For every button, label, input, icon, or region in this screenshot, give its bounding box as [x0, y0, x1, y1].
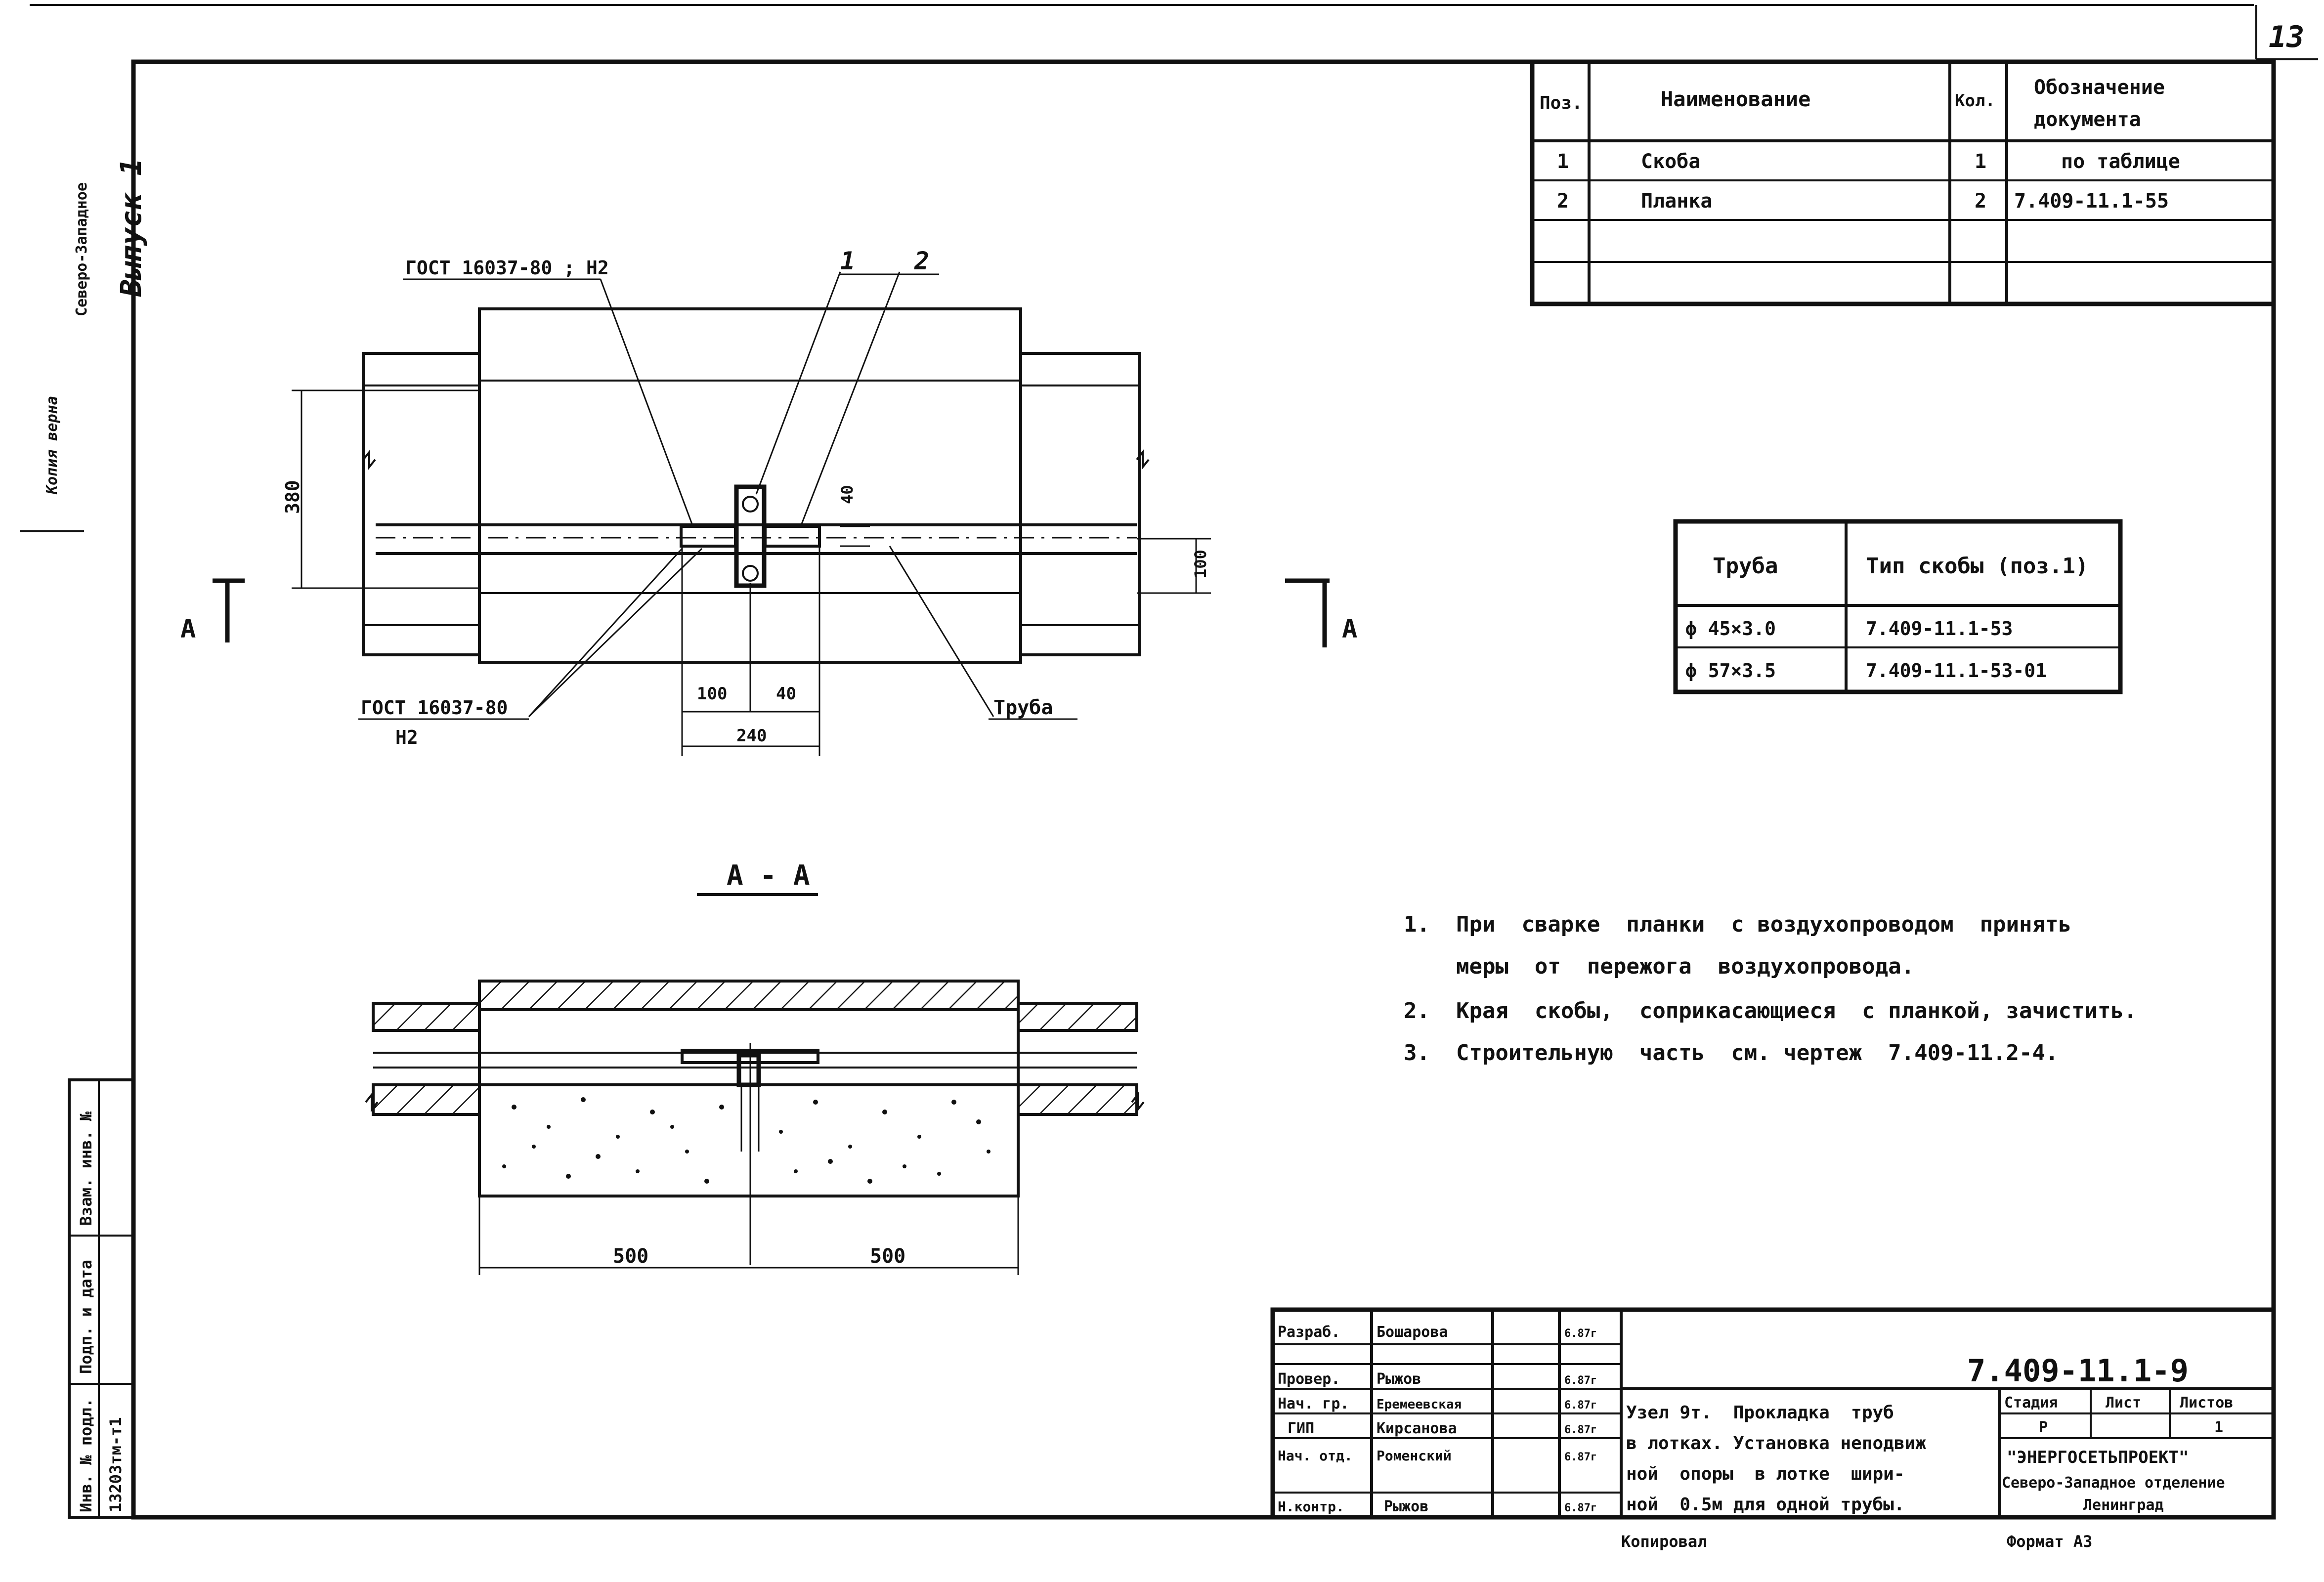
section-mark-left: А	[180, 614, 196, 644]
name-5: Роменский	[1377, 1448, 1452, 1464]
replace-inv-label: Взам. инв. №	[77, 1111, 95, 1226]
org-name: "ЭНЕРГОСЕТЬПРОЕКТ"	[2007, 1448, 2189, 1467]
spec-header-qty: Кол.	[1955, 91, 1995, 111]
callout-1: 1	[840, 247, 855, 275]
note-1: 1. При сварке планки с воздухопроводом п…	[1404, 912, 2071, 937]
format-label: Формат А3	[2007, 1532, 2092, 1551]
date-2: 6.87г	[1564, 1374, 1597, 1387]
spec-row2-qty: 2	[1975, 190, 1986, 213]
section-view: А - А	[365, 859, 1145, 1275]
concrete-fill	[502, 1097, 990, 1184]
pipe-row2-type: 7.409-11.1-53-01	[1866, 660, 2047, 682]
name-3: Еремеевская	[1377, 1397, 1462, 1412]
name-1: Бошарова	[1377, 1324, 1448, 1341]
spec-header-name: Наименование	[1661, 87, 1810, 111]
sheet-frame	[30, 4, 2318, 1520]
copied-by: Копировал	[1621, 1532, 1707, 1551]
spec-row2-pos: 2	[1557, 190, 1569, 213]
inv-no-label: Инв. № подл.	[77, 1398, 95, 1512]
doc-code: 7.409-11.1-9	[1967, 1353, 2189, 1389]
sheets-header: Листов	[2180, 1394, 2233, 1411]
date-4: 6.87г	[1564, 1424, 1597, 1436]
gost-bottom-label-1: ГОСТ 16037-80	[361, 697, 508, 719]
name-2: Рыжов	[1377, 1370, 1421, 1388]
date-6: 6.87г	[1564, 1502, 1597, 1514]
role-6: Н.контр.	[1278, 1498, 1344, 1515]
spec-row1-qty: 1	[1975, 150, 1986, 173]
org-city: Ленинград	[2083, 1496, 2164, 1514]
dim-100-vertical: 100	[1191, 550, 1210, 578]
date-5: 6.87г	[1564, 1451, 1597, 1463]
issue-label: Выпуск 1	[114, 159, 148, 297]
note-2: 2. Края скобы, соприкасающиеся с планкой…	[1404, 998, 2137, 1024]
org-stamp-1: Северо-Западное	[73, 182, 90, 316]
date-1: 6.87г	[1564, 1327, 1597, 1340]
org-division: Северо-Западное отделение	[2002, 1474, 2225, 1492]
bracket-type-header: Тип скобы (поз.1)	[1866, 554, 2088, 579]
dim-500-left: 500	[613, 1245, 648, 1268]
title-line-3: ной опоры в лотке шири-	[1626, 1464, 1905, 1484]
spec-row2-name: Планка	[1641, 190, 1713, 213]
role-4: ГИП	[1288, 1420, 1314, 1437]
title-line-1: Узел 9т. Прокладка труб	[1626, 1403, 1894, 1423]
inv-no-value: 13203тм-т1	[106, 1417, 125, 1512]
spec-header-pos: Поз.	[1540, 93, 1583, 113]
stage-value: Р	[2039, 1419, 2048, 1436]
spec-header-doc-2: документа	[2034, 108, 2141, 131]
note-3: 3. Строительную часть см. чертеж 7.409-1…	[1404, 1040, 2059, 1066]
dim-500-right: 500	[870, 1245, 905, 1268]
spec-table: Поз. Наименование Кол. Обозначение докум…	[1530, 59, 2276, 306]
callout-2: 2	[914, 247, 929, 275]
role-2: Провер.	[1278, 1370, 1340, 1388]
title-block: Разраб. Бошарова 6.87г Провер. Рыжов 6.8…	[1270, 1307, 2276, 1520]
left-strip: Выпуск 1 Северо-Западное Копия верна Инв…	[20, 159, 148, 1519]
plan-view: 1 2 ГОСТ 16037-80 ; Н2 ГОСТ 16037-80 Н2 …	[180, 247, 1357, 756]
date-3: 6.87г	[1564, 1399, 1597, 1411]
section-mark-right: А	[1342, 614, 1357, 644]
dim-380: 380	[282, 480, 303, 514]
pipe-label: Труба	[993, 696, 1053, 719]
pipe-row2-size: ϕ 57×3.5	[1685, 660, 1776, 682]
sheet-header: Лист	[2106, 1394, 2141, 1411]
notes: 1. При сварке планки с воздухопроводом п…	[1404, 912, 2137, 1066]
spec-header-doc: Обозначение	[2034, 76, 2165, 99]
title-line-2: в лотках. Установка неподвиж	[1626, 1433, 1926, 1454]
dim-240: 240	[736, 726, 767, 746]
note-1-cont: меры от пережога воздухопровода.	[1404, 954, 1914, 979]
spec-row1-pos: 1	[1557, 150, 1569, 173]
dim-100-horizontal: 100	[697, 684, 727, 704]
pipe-row1-type: 7.409-11.1-53	[1866, 618, 2013, 640]
role-5: Нач. отд.	[1278, 1448, 1353, 1464]
title-line-4: ной 0.5м для одной трубы.	[1626, 1495, 1905, 1515]
org-stamp-2: Копия верна	[43, 396, 61, 495]
sheet-number: 13	[2269, 20, 2304, 54]
dim-40-vertical: 40	[838, 485, 857, 504]
role-3: Нач. гр.	[1278, 1395, 1349, 1412]
gost-bottom-label-2: Н2	[395, 727, 418, 748]
sign-date-label: Подп. и дата	[77, 1260, 95, 1374]
gost-top-label: ГОСТ 16037-80 ; Н2	[405, 257, 609, 279]
spec-row1-doc: по таблице	[2061, 150, 2180, 173]
role-1: Разраб.	[1278, 1324, 1340, 1341]
spec-row1-name: Скоба	[1641, 150, 1700, 173]
name-4: Кирсанова	[1377, 1420, 1457, 1437]
pipe-header: Труба	[1713, 554, 1778, 579]
stage-header: Стадия	[2004, 1394, 2058, 1411]
name-6: Рыжов	[1384, 1498, 1428, 1515]
dim-40-horizontal: 40	[776, 684, 796, 704]
section-title: А - А	[727, 859, 810, 892]
pipe-type-table: Труба Тип скобы (поз.1) ϕ 45×3.0 7.409-1…	[1673, 519, 2123, 694]
sheets-value: 1	[2214, 1419, 2223, 1436]
spec-row2-doc: 7.409-11.1-55	[2014, 190, 2169, 213]
pipe-row1-size: ϕ 45×3.0	[1685, 618, 1776, 640]
